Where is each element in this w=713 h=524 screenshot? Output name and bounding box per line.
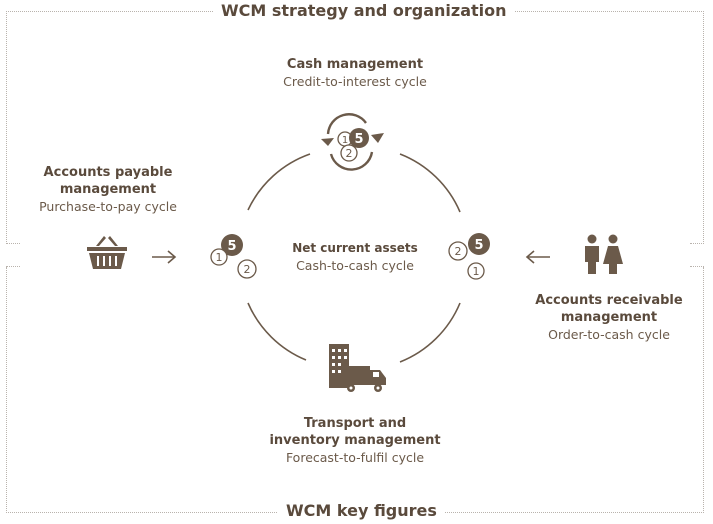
cash-management-title: Cash management: [286, 57, 424, 72]
arc-top-right: [399, 153, 461, 213]
arrow-left-icon: [525, 250, 550, 264]
badge-left-small-b: [237, 259, 257, 279]
badge-top-small-b: [340, 144, 358, 162]
transport-title-line1: Transport and: [303, 416, 407, 431]
badge-left-big: [221, 234, 243, 256]
accounts-receivable-node: Accounts receivable management Order-to-…: [514, 292, 704, 343]
badge-top-small-a-label: 1: [342, 135, 348, 146]
refresh-icon: [326, 113, 374, 171]
bottom-title: WCM key figures: [278, 501, 445, 520]
net-current-assets-title: Net current assets: [292, 241, 418, 255]
accounts-payable-node: Accounts payable management Purchase-to-…: [18, 164, 198, 215]
badge-right-big: [468, 233, 490, 255]
frame-mid-left-top: [6, 243, 20, 244]
people-icon: [585, 234, 623, 274]
top-title: WCM strategy and organization: [213, 1, 515, 20]
accounts-receivable-title-line2: management: [560, 310, 658, 325]
badge-top-big-label: 5: [354, 132, 363, 147]
badge-right-small-b-label: 2: [455, 245, 462, 258]
net-current-assets-node: Net current assets Cash-to-cash cycle: [270, 240, 440, 274]
badge-left-small-b-label: 2: [244, 263, 251, 276]
badge-left-big-label: 5: [227, 239, 236, 254]
transport-subtitle: Forecast-to-fulfil cycle: [285, 450, 425, 465]
cash-management-node: Cash management Credit-to-interest cycle: [255, 56, 455, 90]
cash-management-subtitle: Credit-to-interest cycle: [283, 74, 427, 89]
frame-bottom-left: [6, 267, 279, 513]
badge-left-small-a: [210, 248, 228, 266]
badge-right-big-label: 5: [474, 238, 483, 253]
transport-inventory-node: Transport and inventory management Forec…: [250, 415, 460, 466]
arc-bottom-right: [399, 302, 461, 363]
shopping-basket-icon: [87, 236, 127, 269]
arrow-right-icon: [152, 250, 177, 264]
accounts-payable-title-line1: Accounts payable: [43, 165, 173, 180]
badge-top-small-b-label: 2: [346, 147, 353, 160]
accounts-receivable-title-line1: Accounts receivable: [535, 293, 683, 308]
accounts-payable-subtitle: Purchase-to-pay cycle: [39, 199, 177, 214]
frame-mid-left-bottom: [6, 266, 20, 267]
frame-mid-right-top: [690, 243, 704, 244]
transport-title-line2: inventory management: [269, 433, 441, 448]
badge-right-small-a-label: 1: [473, 265, 480, 278]
arc-bottom-left: [247, 302, 307, 361]
building-truck-icon: [329, 344, 386, 392]
frame-mid-right-bottom: [690, 266, 704, 267]
badge-right-small-a: [467, 262, 485, 280]
badge-left-small-a-label: 1: [216, 251, 223, 264]
badge-top-big: [349, 128, 369, 148]
frame-bottom-right: [438, 267, 704, 513]
accounts-payable-title-line2: management: [59, 182, 157, 197]
badge-right-small-b: [448, 241, 468, 261]
frame-top-right: [494, 11, 704, 244]
net-current-assets-subtitle: Cash-to-cash cycle: [296, 258, 414, 273]
arc-top-left: [247, 153, 311, 211]
accounts-receivable-subtitle: Order-to-cash cycle: [548, 327, 670, 342]
frame-top-left: [6, 11, 219, 244]
